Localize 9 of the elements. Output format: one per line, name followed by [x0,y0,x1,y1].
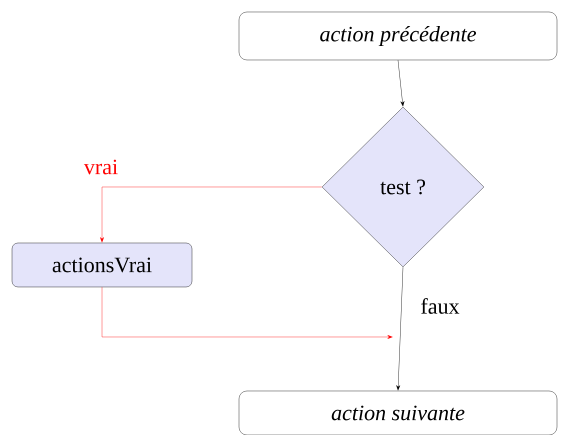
action-box: action précédente [238,12,558,60]
edge-label: vrai [84,160,118,174]
arrow [102,286,393,339]
action-box: action suivante [238,390,558,435]
process-box: actionsVrai [12,242,192,288]
arrow [396,266,404,390]
arrow [100,186,322,242]
edge-label: faux [421,298,460,314]
arrow [398,60,404,106]
